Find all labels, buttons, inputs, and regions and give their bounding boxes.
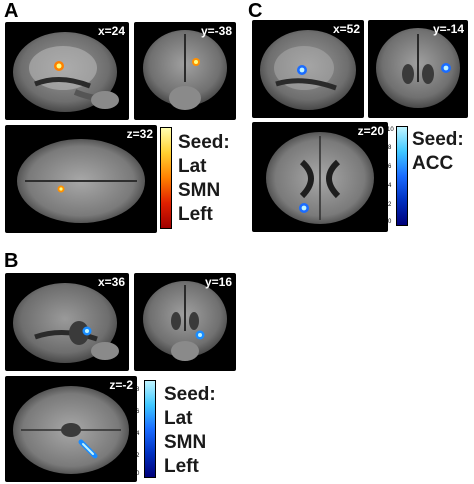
panel-a-axial-slice: z=32 bbox=[5, 125, 157, 233]
panel-a-label: A bbox=[4, 0, 19, 22]
panel-b-label: B bbox=[4, 250, 19, 272]
slice-coordinate-label: z=20 bbox=[357, 124, 384, 138]
slice-coordinate-label: z=32 bbox=[126, 127, 153, 141]
sagittal-brain-image bbox=[13, 32, 119, 112]
panel-b-coronal-slice: y=16 bbox=[134, 273, 236, 371]
panel-b-axial-slice: z=-2 bbox=[5, 376, 137, 482]
slice-coordinate-label: x=24 bbox=[97, 24, 125, 38]
panel-a-seed-legend: Seed: Lat SMN Left bbox=[178, 132, 230, 225]
panel-a-colorbar: 8 6 4 2 0 bbox=[152, 127, 172, 229]
panel-c-seed-legend: Seed: ACC bbox=[412, 129, 464, 174]
panel-a-sagittal-slice: x=24 bbox=[5, 22, 129, 120]
panel-c-sagittal-slice: x=52 bbox=[252, 20, 364, 118]
panel-c-colorbar: 10 8 6 4 2 0 bbox=[387, 126, 408, 226]
panel-c-coronal-slice: y=-14 bbox=[368, 20, 468, 118]
axial-brain-image bbox=[266, 132, 374, 224]
sagittal-brain-image bbox=[260, 30, 356, 110]
slice-coordinate-label: x=52 bbox=[332, 22, 360, 36]
sagittal-brain-image bbox=[13, 283, 119, 363]
panel-a-coronal-slice: y=-38 bbox=[134, 22, 236, 120]
axial-brain-image bbox=[13, 386, 129, 474]
coronal-brain-image bbox=[143, 30, 227, 110]
panel-b-seed-legend: Seed: Lat SMN Left bbox=[164, 384, 216, 477]
coronal-brain-image bbox=[376, 28, 460, 108]
slice-coordinate-label: y=-14 bbox=[432, 22, 464, 36]
panel-c-label: C bbox=[248, 0, 263, 22]
panel-b-colorbar: 8 6 4 2 0 bbox=[136, 380, 156, 478]
slice-coordinate-label: x=36 bbox=[97, 275, 125, 289]
slice-coordinate-label: y=16 bbox=[204, 275, 232, 289]
coronal-brain-image bbox=[143, 281, 227, 361]
panel-c-axial-slice: z=20 bbox=[252, 122, 388, 232]
axial-brain-image bbox=[17, 139, 145, 223]
slice-coordinate-label: z=-2 bbox=[109, 378, 133, 392]
panel-b-sagittal-slice: x=36 bbox=[5, 273, 129, 371]
slice-coordinate-label: y=-38 bbox=[200, 24, 232, 38]
